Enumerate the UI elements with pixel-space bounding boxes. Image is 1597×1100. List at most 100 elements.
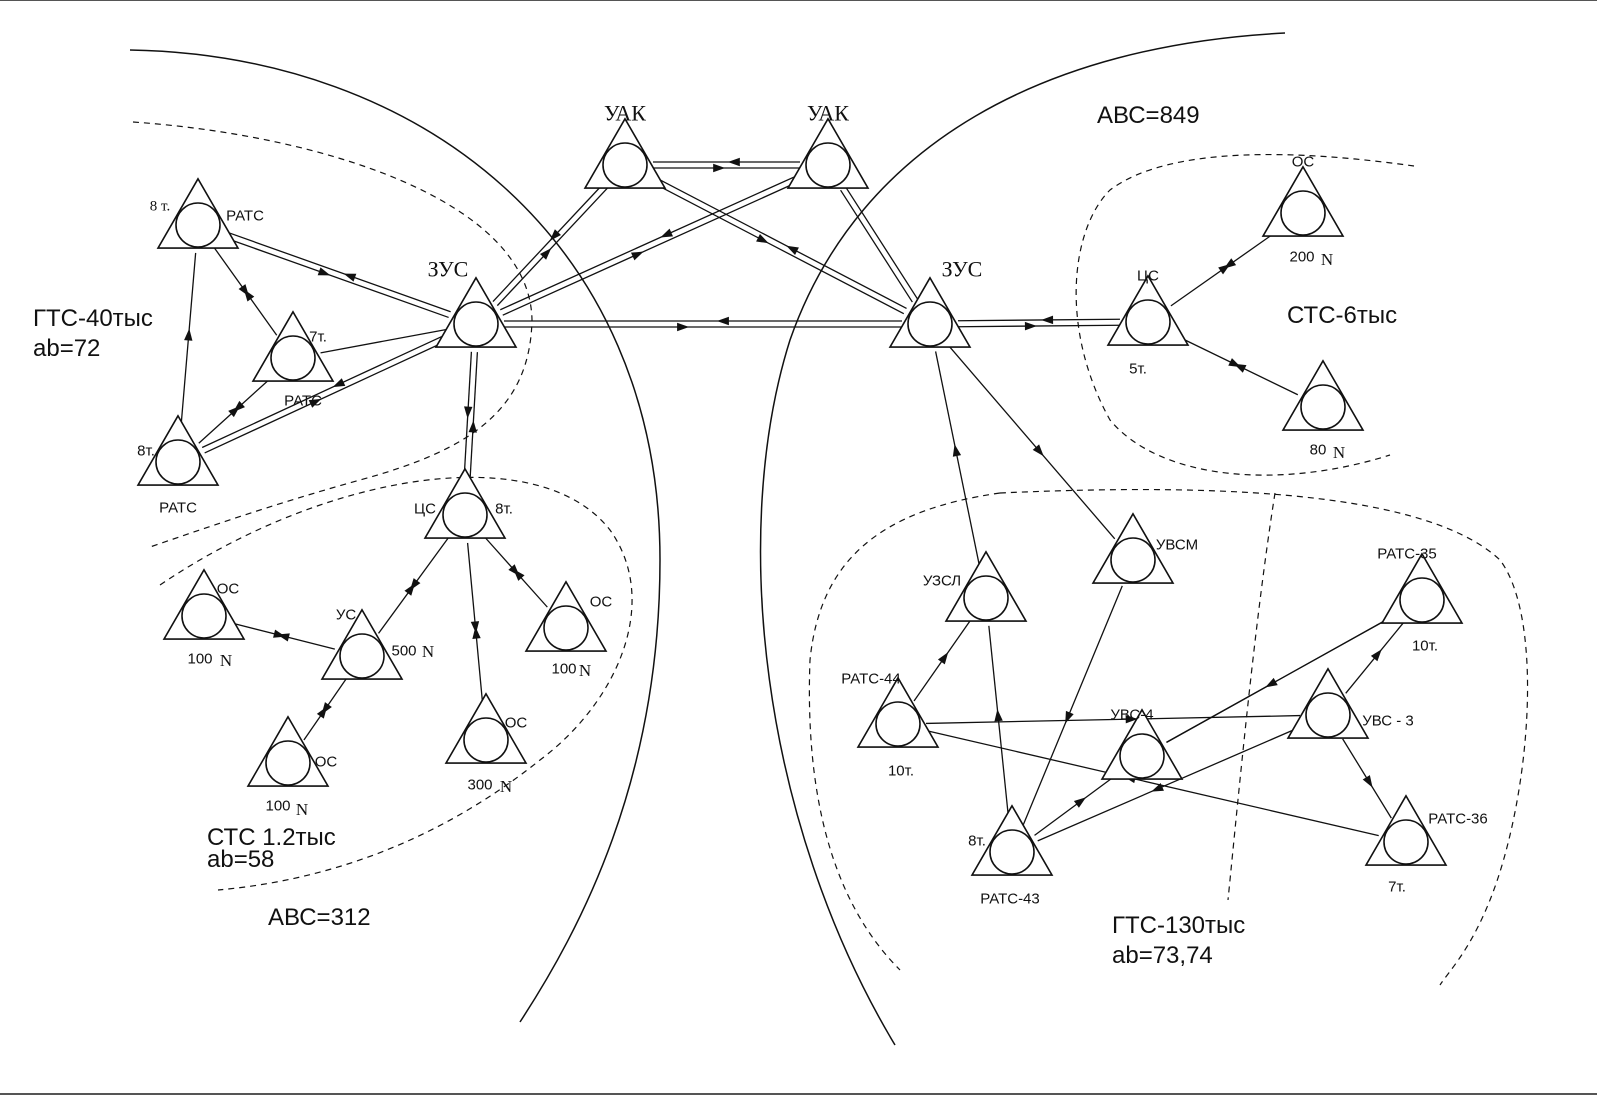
arrowhead — [316, 706, 328, 719]
station-label: 500 — [391, 642, 416, 659]
stc6-label: СТС-6тыс — [1287, 302, 1397, 329]
station-label: 8т. — [495, 500, 513, 517]
connection-line — [225, 230, 451, 313]
station-label: 100 — [265, 797, 290, 814]
station-circle — [1119, 733, 1165, 779]
station-label: 100 — [187, 650, 212, 667]
station-uvs4: УВС-4 — [1100, 706, 1184, 780]
arrowhead — [727, 157, 740, 167]
station-zus2: ЗУС — [888, 257, 982, 348]
connection-line — [650, 174, 907, 309]
station-zus1: ЗУС — [428, 257, 518, 348]
connection-line — [925, 729, 1379, 837]
station-circle — [805, 142, 851, 188]
connections — [179, 157, 1405, 842]
station-circle — [339, 633, 385, 679]
connection-zus2-uvsm — [947, 344, 1116, 540]
station-label: 10т. — [888, 762, 914, 779]
station-label: N — [220, 651, 232, 670]
connection-line — [320, 328, 449, 354]
arrowhead — [1223, 258, 1237, 269]
station-ratc3: 8т. РАТС — [136, 414, 220, 516]
connection-ratc43-uvs3 — [1037, 725, 1303, 842]
stc12-name: СТС 1.2тыс — [207, 824, 336, 851]
station-label: N — [1321, 250, 1333, 269]
connection-cs2-os5 — [1170, 228, 1281, 307]
arrowhead — [468, 420, 477, 433]
station-circle — [155, 439, 201, 485]
connection-line — [925, 714, 1301, 725]
arrowhead — [660, 228, 674, 238]
gts130-boundary — [999, 488, 1529, 986]
connection-uzsl-zus2 — [934, 351, 982, 571]
station-ratc1: 8 т.РАТС — [150, 177, 264, 249]
station-circle — [181, 593, 227, 639]
station-label: N — [500, 777, 512, 796]
station-label: РАТС — [159, 499, 197, 516]
station-label: 100 — [551, 660, 576, 677]
arrowhead — [1065, 710, 1074, 724]
gts130-divider — [1227, 492, 1276, 901]
arrowhead — [1032, 444, 1044, 457]
station-label: 10т. — [1412, 637, 1438, 654]
station-ratc2: 7т.РАТС — [251, 310, 335, 409]
connection-uak1-zus2 — [648, 174, 907, 315]
gts40-boundary — [132, 121, 533, 548]
connection-ratc43-uvs4 — [1034, 772, 1120, 836]
station-circle — [907, 301, 953, 347]
connection-line — [201, 332, 450, 449]
arrowhead — [308, 398, 322, 408]
arrowhead — [716, 316, 729, 326]
connection-line — [958, 324, 1121, 328]
arrowhead — [1041, 315, 1054, 325]
connection-line — [1166, 613, 1398, 743]
left-zone-boundary — [129, 49, 661, 1023]
arrowhead — [233, 400, 245, 413]
arrowhead — [243, 289, 255, 302]
arrowhead — [994, 709, 1003, 722]
station-label: 8т. — [137, 442, 155, 459]
station-label: 8 т. — [150, 198, 170, 214]
station-label: N — [296, 800, 308, 819]
station-circle — [1125, 299, 1171, 345]
arrowhead — [513, 569, 525, 581]
dashed-boundaries — [132, 121, 1529, 986]
station-label: УВСМ — [1156, 536, 1198, 553]
connection-uvsm-ratc43 — [1022, 585, 1123, 827]
arrowhead — [470, 621, 480, 634]
station-circle — [442, 492, 488, 538]
station-circle — [265, 740, 311, 786]
bottom-border — [0, 1093, 1597, 1095]
station-label: УЗСЛ — [923, 572, 961, 589]
arrowhead — [317, 267, 331, 276]
connection-line — [840, 189, 913, 303]
connection-us1-os1 — [230, 622, 336, 650]
gts40-name: ГТС-40тыс — [33, 305, 153, 332]
gts130-name: ГТС-130тыс — [1112, 912, 1245, 939]
station-uak2: УАК — [786, 101, 870, 189]
station-uak1: УАК — [583, 101, 667, 189]
station-label: ОС — [505, 714, 528, 731]
arrowhead — [273, 629, 286, 638]
connection-line — [204, 337, 453, 454]
connection-line — [845, 186, 918, 300]
station-label: УВС-4 — [1110, 706, 1153, 723]
gts130-boundary-left — [808, 492, 1001, 971]
station-label: РАТС-43 — [980, 890, 1040, 907]
station-uvsm: УВСМ — [1091, 512, 1198, 584]
arrowhead — [786, 245, 799, 255]
stc6-boundary — [1075, 154, 1415, 476]
station-label: РАТС-36 — [1428, 810, 1488, 827]
connection-uak2-zus2 — [840, 186, 918, 303]
arrowhead — [1370, 649, 1382, 662]
arrowhead — [1265, 677, 1278, 688]
station-label: N — [422, 642, 434, 661]
arrowhead — [952, 444, 962, 457]
arrowhead — [464, 406, 473, 419]
